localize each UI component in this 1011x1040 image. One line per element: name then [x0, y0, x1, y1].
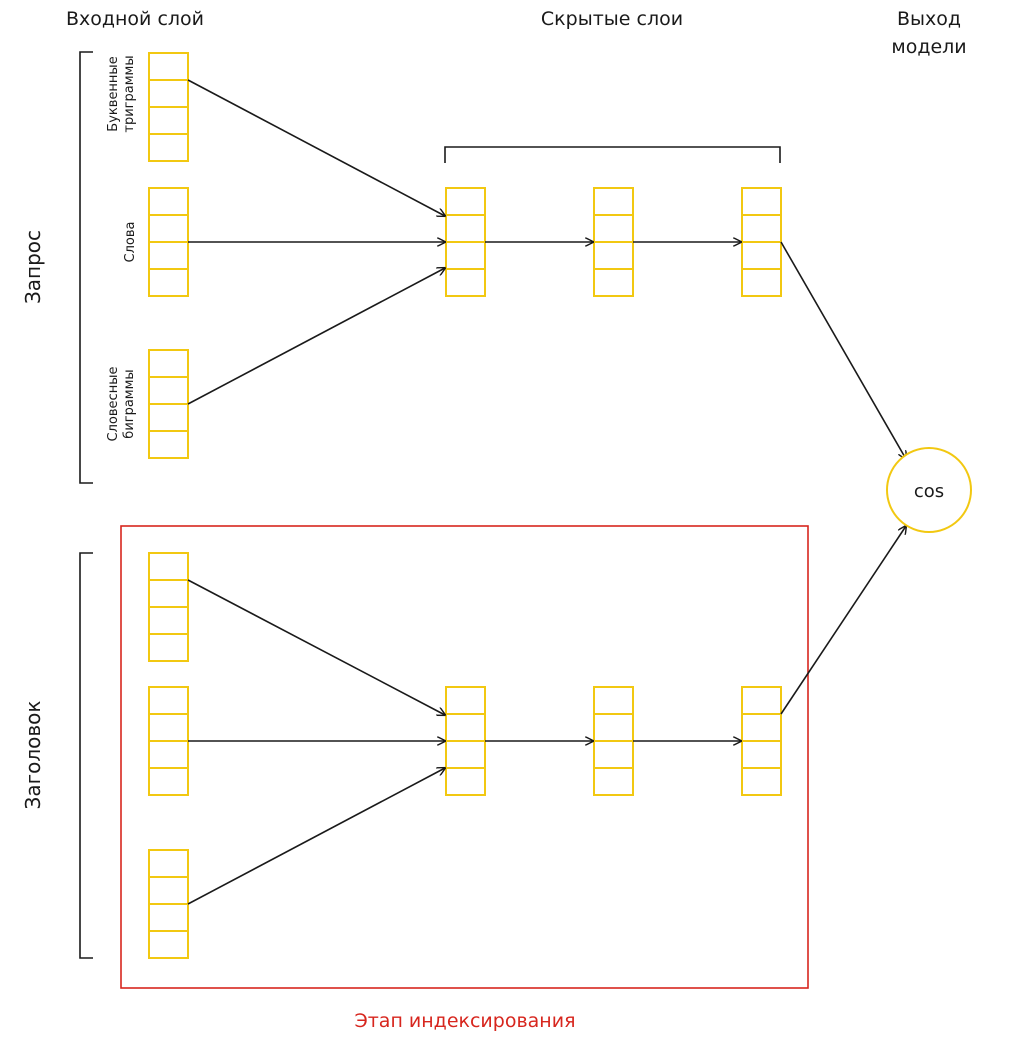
layer-cell: [741, 214, 782, 243]
layer-cell: [148, 214, 189, 243]
hidden-layers-bracket: [444, 146, 781, 163]
layer-cell: [148, 268, 189, 297]
hidden-layers-heading: Скрытые слои: [541, 8, 683, 30]
layer-cell: [148, 187, 189, 216]
layer-cell: [148, 79, 189, 108]
layer-cell: [741, 241, 782, 270]
arrow-q-h3-to-cos: [780, 241, 906, 459]
layer-cell: [148, 376, 189, 405]
connection-arrows: [187, 79, 906, 905]
model-output-heading-line1: Выход: [897, 8, 961, 30]
query-hidden-layer-3: [741, 187, 782, 297]
word-bigrams-label-line1: Словесные: [106, 367, 121, 442]
layer-cell: [148, 633, 189, 662]
layer-cell: [593, 214, 634, 243]
layer-cell: [148, 106, 189, 135]
input-layer-heading: Входной слой: [66, 8, 204, 30]
layer-cell: [148, 876, 189, 905]
layer-cell: [148, 606, 189, 635]
arrow-t-bigrams-to-h1: [187, 768, 445, 905]
arrow-t-trigrams-to-h1: [187, 579, 445, 715]
query-hidden-layer-2: [593, 187, 634, 297]
layer-cell: [593, 713, 634, 742]
layer-cell: [148, 849, 189, 878]
layer-cell: [148, 403, 189, 432]
layer-blocks: [148, 52, 782, 959]
layer-cell: [593, 187, 634, 216]
layer-cell: [148, 349, 189, 378]
query-hidden-layer-1: [445, 187, 486, 297]
title-input-word-bigrams: [148, 849, 189, 959]
layer-cell: [593, 767, 634, 796]
layer-cell: [148, 903, 189, 932]
layer-cell: [445, 686, 486, 715]
title-hidden-layer-2: [593, 686, 634, 796]
layer-cell: [445, 214, 486, 243]
indexing-stage-frame: [120, 525, 809, 989]
layer-cell: [445, 767, 486, 796]
layer-cell: [593, 268, 634, 297]
layer-cell: [148, 930, 189, 959]
query-input-letter-trigrams: [148, 52, 189, 162]
query-input-words: [148, 187, 189, 297]
layer-cell: [741, 713, 782, 742]
layer-cell: [741, 187, 782, 216]
layer-cell: [593, 686, 634, 715]
arrow-q-trigrams-to-h1: [187, 79, 445, 216]
title-group-label: Заголовок: [21, 701, 45, 810]
title-hidden-layer-3: [741, 686, 782, 796]
layer-cell: [445, 187, 486, 216]
letter-trigrams-label-line2: триграммы: [122, 55, 137, 132]
title-input-words: [148, 686, 189, 796]
layer-cell: [445, 268, 486, 297]
query-input-word-bigrams: [148, 349, 189, 459]
query-group-label: Запрос: [21, 230, 45, 304]
query-bracket: [79, 51, 93, 484]
title-hidden-layer-1: [445, 686, 486, 796]
layer-cell: [148, 133, 189, 162]
title-bracket: [79, 552, 93, 959]
model-output-heading-line2: модели: [891, 36, 966, 58]
arrow-q-bigrams-to-h1: [187, 268, 445, 405]
layer-cell: [148, 552, 189, 581]
layer-cell: [593, 740, 634, 769]
layer-cell: [148, 713, 189, 742]
cos-output-node: [886, 447, 972, 533]
layer-cell: [148, 52, 189, 81]
layer-cell: [593, 241, 634, 270]
letter-trigrams-label-line1: Буквенные: [106, 56, 121, 131]
layer-cell: [148, 740, 189, 769]
layer-cell: [148, 430, 189, 459]
words-label: Слова: [123, 222, 138, 263]
title-input-letter-trigrams: [148, 552, 189, 662]
layer-cell: [148, 241, 189, 270]
layer-cell: [741, 767, 782, 796]
layer-cell: [741, 686, 782, 715]
layer-cell: [148, 686, 189, 715]
layer-cell: [445, 740, 486, 769]
layer-cell: [148, 579, 189, 608]
layer-cell: [148, 767, 189, 796]
layer-cell: [741, 740, 782, 769]
cos-output-label: cos: [914, 481, 944, 502]
layer-cell: [741, 268, 782, 297]
indexing-stage-label: Этап индексирования: [354, 1010, 575, 1032]
arrow-t-h3-to-cos: [780, 526, 906, 715]
layer-cell: [445, 713, 486, 742]
word-bigrams-label-line2: биграммы: [122, 369, 137, 438]
layer-cell: [445, 241, 486, 270]
